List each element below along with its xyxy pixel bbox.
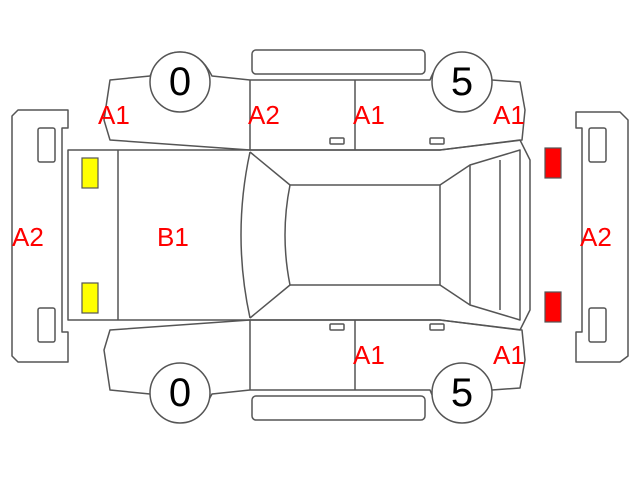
code-left-rear-quarter: A1 [493, 100, 525, 130]
taillight-left-marker [544, 147, 562, 179]
rear-bumper-outline [575, 111, 629, 363]
c-pillar-lines [439, 164, 471, 306]
roof-outline [284, 184, 441, 286]
tire-front-right-circle [149, 362, 211, 424]
right-roof-rail [251, 395, 426, 421]
right-front-door-handle [329, 323, 345, 331]
rear-window-outline [469, 149, 521, 321]
tire-front-left-value: 0 [168, 60, 192, 104]
front-bumper-outline [11, 109, 69, 363]
tire-rear-left-value: 5 [450, 60, 474, 104]
rear-bumper-left-slot [588, 127, 607, 163]
right-rear-door-handle [429, 323, 445, 331]
tire-front-left-circle [149, 51, 211, 113]
code-front-bumper: A2 [12, 222, 44, 252]
tire-front-right-value: 0 [168, 371, 192, 415]
code-right-rear-door: A1 [353, 340, 385, 370]
front-bumper-right-slot [37, 307, 56, 343]
code-left-front-fender: A1 [98, 100, 130, 130]
windshield-outline [240, 151, 251, 319]
body-top-view-outline [67, 139, 531, 331]
tire-rear-right-circle [431, 362, 493, 424]
right-door-divider [249, 320, 356, 390]
tire-rear-left-circle [431, 51, 493, 113]
tire-rear-right-value: 5 [450, 371, 474, 415]
code-left-front-door: A2 [248, 100, 280, 130]
left-front-door-handle [329, 137, 345, 145]
code-right-rear-quarter: A1 [493, 340, 525, 370]
a-pillar-lines [249, 151, 291, 319]
headlight-right-marker [81, 282, 99, 314]
headlight-left-marker [81, 157, 99, 189]
code-hood: B1 [157, 222, 189, 252]
rear-bumper-right-slot [588, 307, 607, 343]
left-door-divider [249, 80, 356, 150]
front-bumper-left-slot [37, 127, 56, 163]
code-rear-bumper: A2 [580, 222, 612, 252]
left-roof-rail [251, 49, 426, 75]
left-rear-door-handle [429, 137, 445, 145]
taillight-right-marker [544, 291, 562, 323]
code-left-rear-door: A1 [353, 100, 385, 130]
